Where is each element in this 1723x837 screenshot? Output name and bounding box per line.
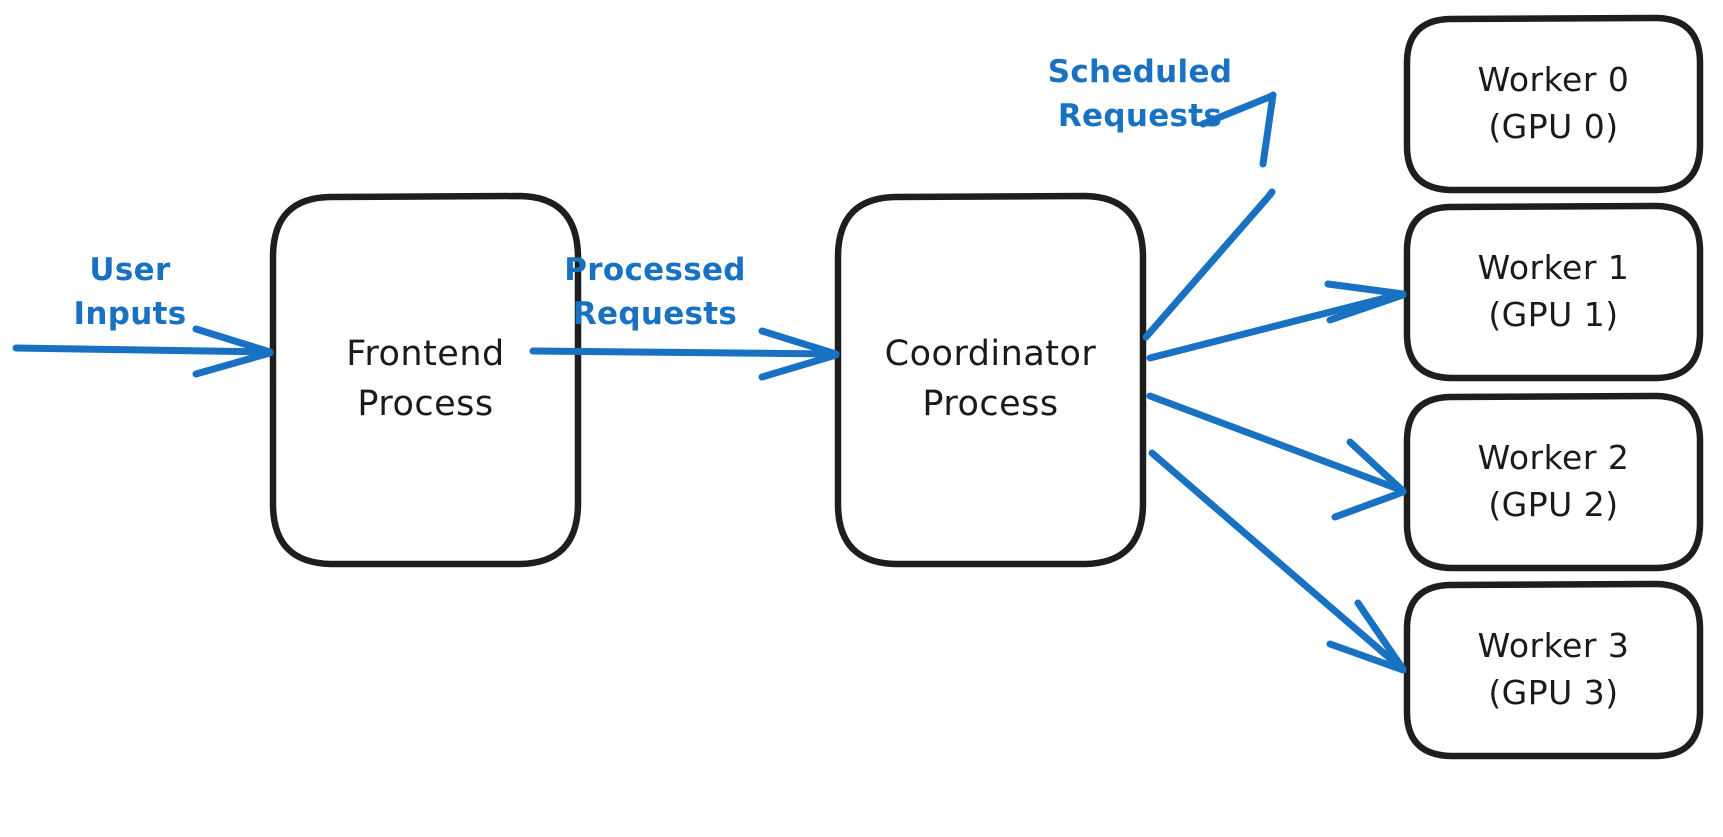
node-shape-worker-0[interactable] (1403, 14, 1704, 194)
node-shape-worker-3[interactable] (1403, 580, 1704, 760)
edge-label-user-inputs-line-1: User (89, 252, 171, 288)
arrow-user-inputs-to-frontend (12, 325, 274, 378)
edge-label-user-inputs: User Inputs (40, 248, 220, 336)
edge-label-processed-requests-line-1: Processed (564, 252, 746, 288)
node-shape-worker-2[interactable] (1403, 392, 1704, 572)
arrow-coordinator-to-worker-3 (1148, 449, 1407, 674)
edge-label-processed-requests-line-2: Requests (572, 296, 738, 333)
edge-label-scheduled-requests-line-1: Scheduled (1047, 54, 1233, 90)
arrow-coordinator-to-worker-0 (1142, 91, 1277, 341)
arrow-coordinator-to-worker-2 (1146, 392, 1407, 521)
edge-label-scheduled-requests: Scheduled Requests (1035, 50, 1245, 138)
edge-label-user-inputs-line-2: Inputs (73, 296, 187, 333)
edge-label-processed-requests: Processed Requests (545, 248, 765, 336)
node-shape-frontend-process[interactable] (269, 192, 582, 568)
arrow-frontend-to-coordinator (529, 327, 840, 381)
node-shape-coordinator-process[interactable] (834, 192, 1147, 568)
node-shape-worker-1[interactable] (1403, 202, 1704, 382)
edge-label-scheduled-requests-line-2: Requests (1057, 98, 1223, 135)
arrow-coordinator-to-worker-1 (1146, 280, 1407, 362)
